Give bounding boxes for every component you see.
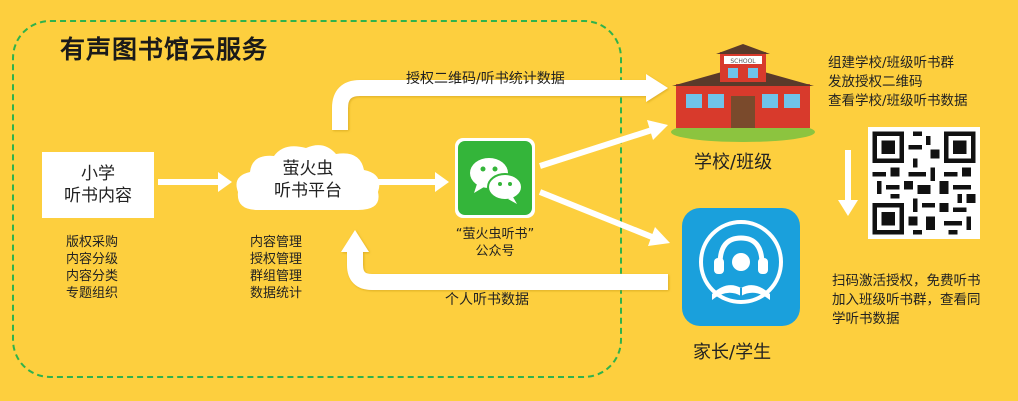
school-sign: SCHOOL [730,58,756,65]
parent-notes: 扫码激活授权，免费听书 加入班级听书群，查看同 学听书数据 [832,272,981,329]
arrow-top-label: 授权二维码/听书统计数据 [406,71,565,87]
platform-line1: 萤火虫 [282,159,334,179]
content-list: 版权采购 内容分级 内容分类 专题组织 [66,234,118,302]
arrow-wechat-to-school [539,120,668,169]
wechat-caption: “萤火虫听书” 公众号 [440,226,550,260]
platform-line2: 听书平台 [274,181,342,201]
list-item: 专题组织 [66,286,119,301]
list-item: 数据统计 [250,286,303,301]
qr-code-icon [868,127,980,239]
note-line: 发放授权二维码 [828,74,923,90]
platform-label: 萤火虫 听书平台 [246,158,370,202]
arrow-content-to-platform [158,172,232,192]
platform-list: 内容管理 授权管理 群组管理 数据统计 [250,234,302,302]
note-line: 加入班级听书群，查看同 [832,292,981,308]
page-title: 有声图书馆云服务 [60,35,269,64]
list-item: 群组管理 [250,269,303,284]
service-boundary [12,20,622,378]
arrow-platform-to-school [332,74,668,130]
wechat-tile [455,138,535,218]
list-item: 内容分级 [66,252,119,267]
content-card: 小学 听书内容 [42,152,154,218]
note-line: 组建学校/班级听书群 [828,55,955,71]
list-item: 内容分类 [66,269,119,284]
qr-code [868,127,980,239]
list-item: 版权采购 [66,235,119,250]
cloud-icon [236,145,380,210]
note-line: 学听书数据 [832,311,900,327]
arrow-wechat-to-parent [538,189,670,246]
wechat-icon [458,141,532,215]
school-notes: 组建学校/班级听书群 发放授权二维码 查看学校/班级听书数据 [828,54,968,111]
content-card-line2: 听书内容 [64,186,132,206]
wechat-caption-line2: 公众号 [475,244,515,259]
arrow-platform-to-wechat [375,172,449,192]
school-label: 学校/班级 [694,152,773,173]
parent-app-tile [682,208,800,326]
arrow-bottom-label: 个人听书数据 [445,292,529,308]
note-line: 查看学校/班级听书数据 [828,93,968,109]
list-item: 内容管理 [250,235,303,250]
note-line: 扫码激活授权，免费听书 [832,273,981,289]
list-item: 授权管理 [250,252,303,267]
content-card-line1: 小学 [81,164,115,184]
arrow-parent-to-platform [341,230,668,290]
parent-label: 家长/学生 [693,342,772,363]
headphones-book-icon [699,220,783,304]
wechat-caption-line1: “萤火虫听书” [455,227,535,242]
arrow-down-qr [838,150,858,216]
school-building-icon: SCHOOL [671,44,815,142]
